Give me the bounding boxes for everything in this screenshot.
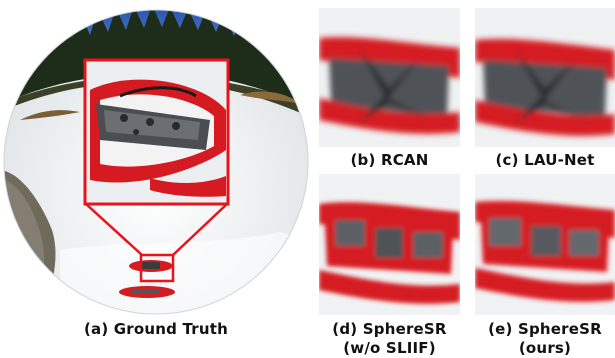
spheresr-wo-sliif-crop [319, 174, 460, 315]
caption-lau-net: (c) LAU-Net [495, 151, 595, 169]
panel-lau-net [475, 8, 615, 147]
caption-spheresr-wo-sliif-line1: (d) SphereSR [332, 320, 447, 338]
caption-ground-truth: (a) Ground Truth [83, 320, 229, 338]
panel-ground-truth [0, 0, 312, 318]
panel-rcan [319, 8, 460, 147]
caption-spheresr-ours-line2: (ours) [518, 339, 572, 357]
caption-rcan: (b) RCAN [350, 151, 429, 169]
spheresr-ours-crop [475, 174, 615, 315]
panel-spheresr-ours [475, 174, 615, 315]
rcan-crop [319, 8, 460, 147]
caption-spheresr-wo-sliif-line2: (w/o SLIIF) [343, 339, 436, 357]
panel-spheresr-wo-sliif [319, 174, 460, 315]
caption-spheresr-ours-line1: (e) SphereSR [488, 320, 602, 338]
ground-truth-image [3, 9, 309, 315]
lau-net-crop [475, 8, 615, 147]
